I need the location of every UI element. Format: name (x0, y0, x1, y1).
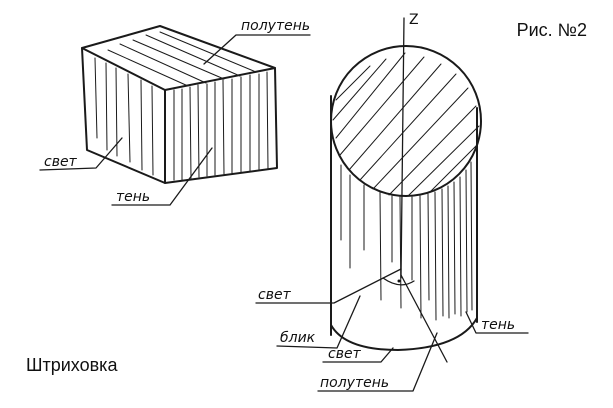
cylinder-highlight-label: блик (280, 330, 316, 346)
cylinder-bottom-arc (330, 317, 478, 351)
box-top-front-edge (81, 47, 276, 91)
box-shadow-leader (111, 147, 213, 206)
z-axis-line (400, 17, 405, 279)
cylinder-light-lower-leader (322, 347, 394, 363)
box-penumbra-leader (203, 34, 311, 65)
cylinder-top-face (330, 45, 482, 197)
cylinder-top-hatching (332, 52, 480, 197)
cylinder-side-hatching (340, 161, 473, 321)
center-dot (397, 279, 401, 283)
box-penumbra-label: полутень (241, 18, 310, 34)
cylinder-light-upper-label: свет (258, 287, 292, 303)
light-angle-arc (382, 277, 415, 286)
box-right-hatching (173, 71, 269, 181)
cylinder-highlight-leader (276, 295, 361, 349)
figure-number: Рис. №2 (516, 20, 587, 40)
cylinder-shadow-leader (465, 311, 529, 334)
box-top-hatching (107, 31, 257, 87)
box-left-hatching (94, 57, 154, 176)
figure-title: Штриховка (26, 355, 118, 375)
cylinder-drawing: Z свет блик свет полутень тень (255, 12, 529, 392)
box-shadow-label: тень (116, 189, 150, 205)
box-light-leader (39, 137, 123, 171)
box-light-label: свет (44, 154, 78, 170)
cylinder-shadow-label: тень (481, 317, 515, 333)
cylinder-light-upper-leader (255, 268, 402, 304)
z-axis-label: Z (409, 12, 419, 28)
light-direction-line (400, 274, 448, 363)
box-outline (81, 25, 278, 184)
box-drawing: полутень свет тень (39, 18, 311, 206)
cylinder-penumbra-leader (317, 332, 438, 392)
cylinder-penumbra-label: полутень (320, 375, 389, 391)
cylinder-light-lower-label: свет (328, 346, 362, 362)
